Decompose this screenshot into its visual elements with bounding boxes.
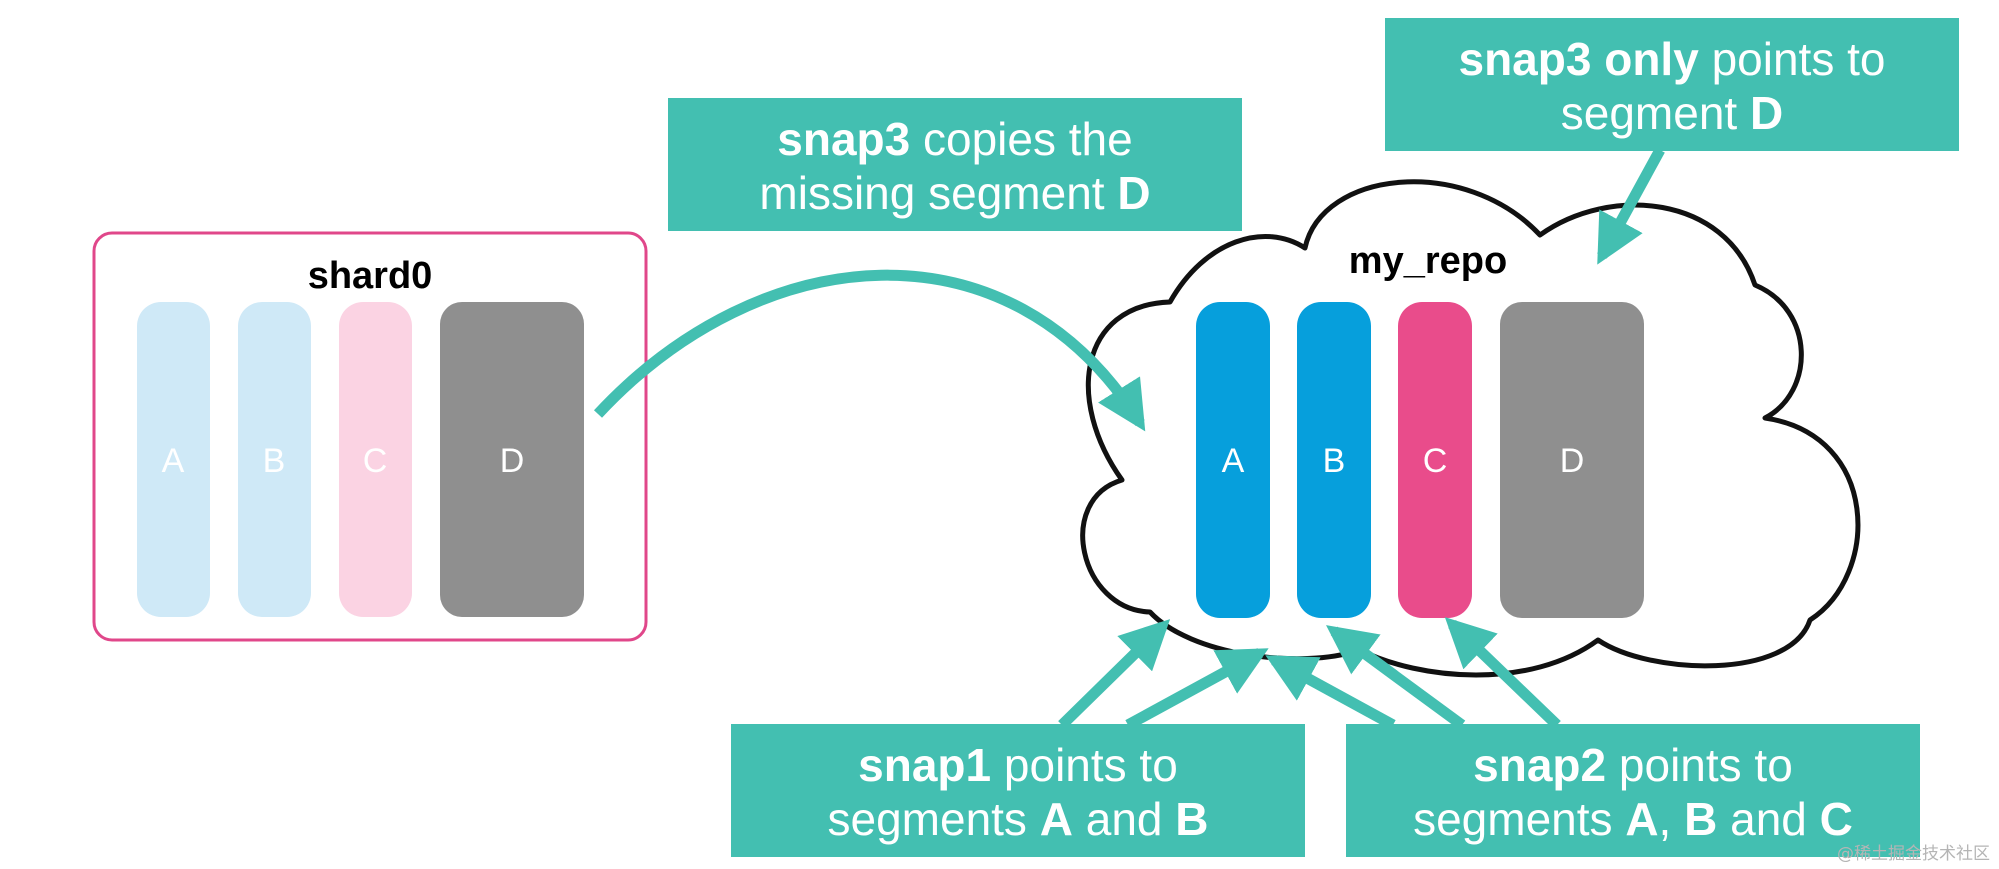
shard-segment-b-label: B — [263, 442, 286, 480]
callout-snap1-box — [731, 724, 1305, 857]
callout-snap1: snap1 points to segments A and B — [731, 724, 1305, 857]
repo-segment-b-label: B — [1323, 442, 1346, 480]
snap1-arrow-b — [1125, 648, 1269, 730]
shard0-group: shard0 A B C D — [92, 231, 648, 642]
callout-snap2-line1: snap2 points to — [1473, 739, 1793, 791]
callout-copy-line1: snap3 copies the — [777, 113, 1132, 165]
snap1-arrow-a — [1058, 619, 1171, 729]
callout-snap2: snap2 points to segments A, B and C — [1346, 724, 1920, 857]
callout-snap3-line2: segment D — [1561, 87, 1783, 139]
repo-segment-d-label: D — [1560, 442, 1585, 480]
callout-snap3-box — [1385, 18, 1959, 151]
repo-segment-b — [1297, 302, 1371, 618]
snap2-arrow-b — [1326, 625, 1466, 730]
callout-snap3: snap3 only points to segment D — [1385, 18, 1959, 151]
snap2-arrow-c — [1444, 617, 1561, 729]
shard-segment-a — [137, 302, 210, 617]
repo-segment-c — [1398, 302, 1472, 618]
repo-segment-d — [1500, 302, 1644, 618]
callout-copy-box — [668, 98, 1242, 231]
copy-arrow — [593, 269, 1146, 432]
shard-segment-d-label: D — [500, 442, 525, 480]
repo-title: my_repo — [1349, 240, 1507, 282]
shard-segment-c-label: C — [363, 442, 388, 480]
callout-snap1-line2: segments A and B — [828, 793, 1209, 845]
callout-snap2-line2: segments A, B and C — [1413, 793, 1853, 845]
callout-copy: snap3 copies the missing segment D — [668, 98, 1242, 231]
shard-segment-c — [339, 302, 412, 617]
snap3-arrow — [1597, 147, 1665, 265]
shard-segment-b — [238, 302, 311, 617]
watermark: @稀土掘金技术社区 — [1837, 844, 1990, 864]
callout-snap2-box — [1346, 724, 1920, 857]
repo-group: my_repo A B C D — [1080, 179, 1861, 678]
arrows — [593, 147, 1665, 730]
callout-copy-line2: missing segment D — [759, 167, 1150, 219]
repo-segment-c-label: C — [1423, 442, 1448, 480]
shard-segment-a-label: A — [162, 442, 185, 480]
snap2-arrow-a — [1265, 655, 1396, 730]
callout-snap3-line1: snap3 only points to — [1459, 33, 1886, 85]
repo-segment-a-label: A — [1222, 442, 1245, 480]
shard0-title: shard0 — [308, 255, 433, 297]
callout-snap1-line1: snap1 points to — [858, 739, 1178, 791]
shard-segment-d — [440, 302, 584, 617]
repo-segment-a — [1196, 302, 1270, 618]
